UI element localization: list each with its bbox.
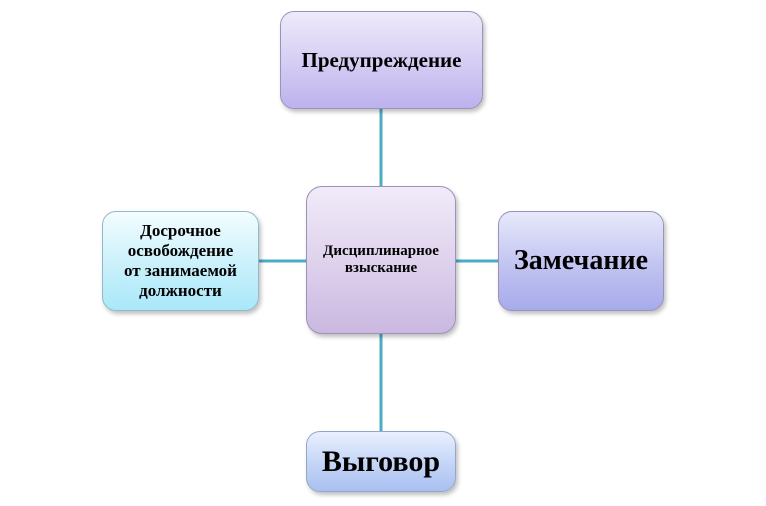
- node-early-dismissal: Досрочное освобождение от занимаемой дол…: [102, 211, 259, 311]
- center-line-1: Дисциплинарное: [323, 243, 439, 259]
- node-disciplinary-penalty: Дисциплинарное взыскание: [306, 186, 456, 334]
- left-line-4: должности: [139, 281, 222, 300]
- node-reprimand: Выговор: [306, 431, 456, 492]
- node-reprimand-label: Выговор: [321, 444, 441, 478]
- center-line-2: взыскание: [344, 260, 418, 276]
- node-early-dismissal-text: Досрочное освобождение от занимаемой дол…: [124, 221, 237, 301]
- left-line-2: освобождение: [127, 241, 234, 260]
- node-warning: Предупреждение: [280, 11, 483, 109]
- node-warning-label: Предупреждение: [301, 47, 462, 72]
- left-line-3: от занимаемой: [124, 261, 237, 280]
- node-disciplinary-penalty-text: Дисциплинарное взыскание: [323, 243, 439, 277]
- left-line-1: Досрочное: [140, 221, 221, 240]
- node-remark: Замечание: [498, 211, 664, 311]
- node-remark-label: Замечание: [513, 245, 649, 276]
